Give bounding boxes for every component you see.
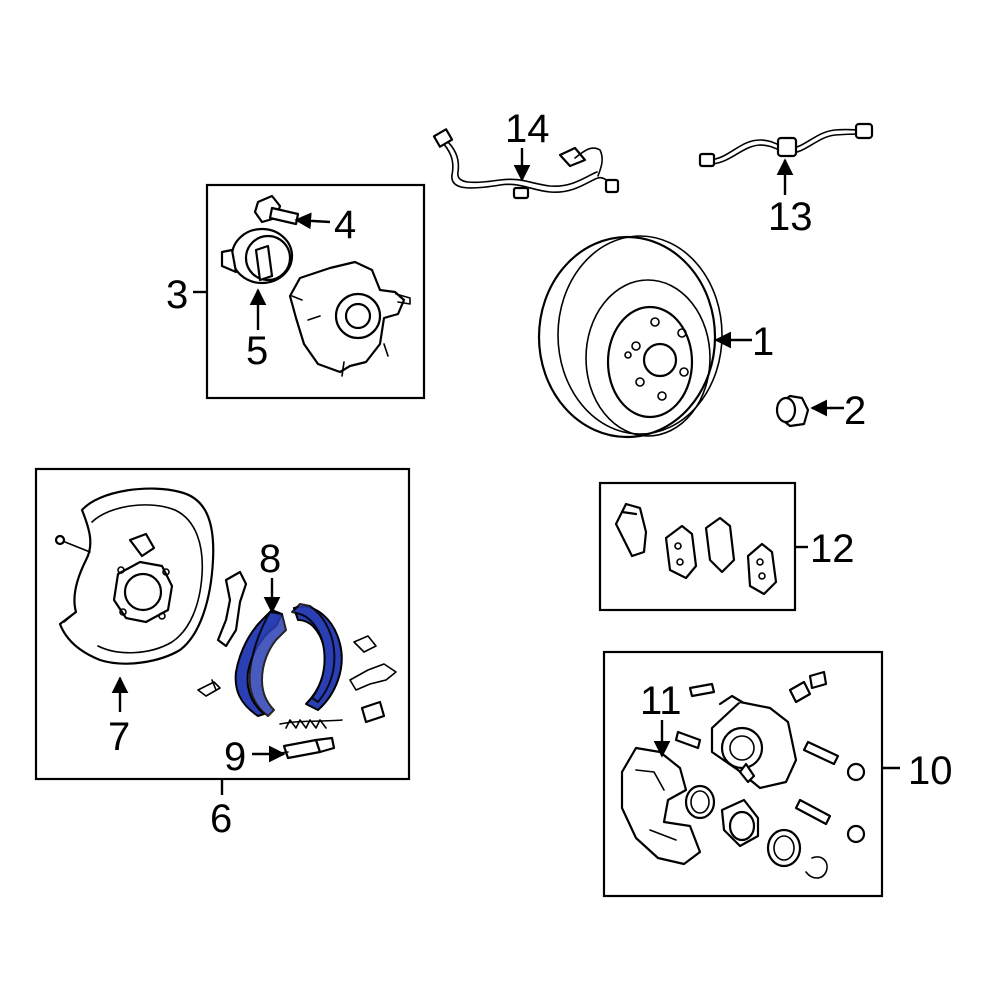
callout-14: 14 bbox=[505, 107, 550, 151]
callout-11: 11 bbox=[640, 679, 682, 723]
callout-2: 2 bbox=[844, 389, 866, 433]
callout-9: 9 bbox=[224, 735, 246, 779]
parking-brake-lever[interactable] bbox=[216, 570, 248, 648]
callout-13: 13 bbox=[768, 195, 813, 239]
caliper-body[interactable] bbox=[710, 694, 798, 790]
small-bolt[interactable] bbox=[54, 534, 91, 553]
hub-flange-3[interactable] bbox=[288, 260, 411, 377]
callout-7: 7 bbox=[108, 715, 130, 759]
callout-4: 4 bbox=[334, 203, 356, 247]
brake-pads-12[interactable] bbox=[614, 502, 778, 596]
callout-6: 6 bbox=[210, 797, 232, 841]
parking-brake-shoe-8[interactable] bbox=[234, 603, 343, 717]
shoe-hardware[interactable] bbox=[197, 635, 397, 729]
callout-8: 8 bbox=[259, 537, 281, 581]
callout-12: 12 bbox=[810, 527, 855, 571]
brake-rotor-1[interactable] bbox=[537, 235, 723, 439]
callout-labels: 14 13 4 3 5 1 2 8 7 9 6 12 11 10 bbox=[108, 107, 953, 841]
backing-plate-7[interactable] bbox=[58, 487, 215, 665]
bearing-5[interactable] bbox=[220, 227, 294, 285]
callout-5: 5 bbox=[246, 329, 268, 373]
leader-lines bbox=[111, 148, 900, 795]
brake-hose-13[interactable] bbox=[698, 122, 874, 168]
adjuster-9[interactable] bbox=[271, 736, 336, 760]
hub-bolt-4[interactable] bbox=[253, 194, 300, 226]
hub-cap-2[interactable] bbox=[775, 394, 810, 428]
caliper-hardware[interactable] bbox=[674, 670, 866, 879]
callout-3: 3 bbox=[166, 273, 188, 317]
abs-sensor-wire-14[interactable] bbox=[432, 128, 620, 200]
callout-1: 1 bbox=[752, 320, 774, 364]
box-caliper-assembly bbox=[602, 650, 884, 898]
callout-10: 10 bbox=[908, 749, 953, 793]
